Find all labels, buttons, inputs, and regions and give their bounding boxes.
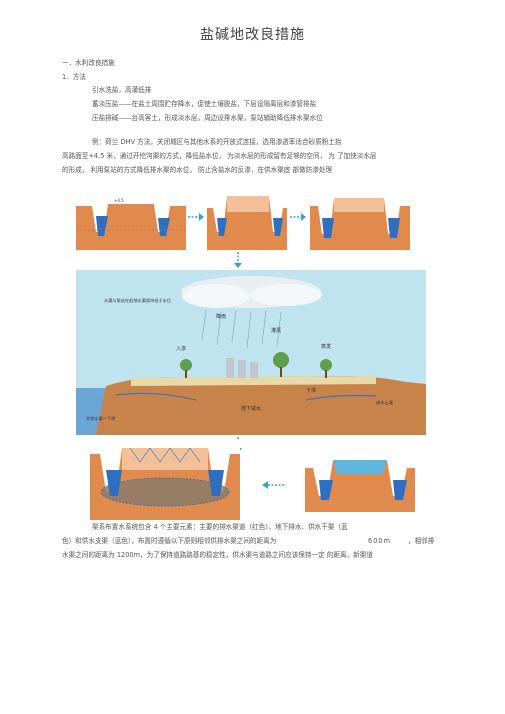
paragraph-2-line-2: 色）和供水支渠（蓝色），布置时遵循以下原则相邻供排水渠之间的距离为 [62, 537, 277, 545]
paragraph-2-distance: 600m [368, 537, 392, 545]
arrow-down-icon [234, 252, 242, 268]
arrow-right-icon [188, 213, 204, 221]
paragraph-1-line-1: 例：荷兰 DHV 方法，关闭城区与其他水系的开放式连接，选用渗透率适合砂质粉土抬 [92, 138, 342, 146]
label-bottom-left: 开挖水渠一下渗 [86, 415, 116, 422]
cross-section-diagram-3 [310, 192, 410, 250]
method-item-1: 引水洗盐，高灌低排 [92, 86, 152, 94]
paragraph-2-line-1: 渠系布置水系统包含 4 个主要元素：主要的排水渠道（红色）、地下排水、供水干渠（… [92, 523, 348, 531]
paragraph-1-line-3: 的形成， 利用泵站的方式降低排水渠的水位， 防止含盐水的反渗，在供水渠底 部做防… [62, 166, 333, 174]
label-seep: 下渗 [306, 387, 316, 394]
paragraph-2-line-3: 水渠之间的距离为 1200m，为了保持道路路基的稳定性，供水渠与道路之间应该保持… [62, 551, 373, 559]
label-evaporation: 蒸发 [321, 343, 331, 350]
page-title: 盐碱地改良措施 [200, 27, 305, 43]
cross-section-diagram-1: +4.5 [76, 192, 186, 250]
subsection-heading: 1．方法 [62, 73, 86, 81]
label-left-note: 水渠与泵站在低地水渠保持低于水位 [104, 297, 171, 304]
label-rain: 降雨 [216, 313, 226, 320]
label-right-sea: 咸水土壤 [376, 399, 394, 406]
cross-section-diagram-4 [90, 440, 240, 520]
label-irrigation: 灌溉 [271, 327, 281, 334]
method-item-2: 蓄淡压盐——在盐土周围贮存降水，促使土壤脱盐，下层设隔离层和渗管排盐 [92, 100, 317, 108]
arrow-right-icon [290, 213, 306, 221]
water-cycle-illustration: 降雨 灌溉 蒸发 入渗 地下咸水 下渗 水渠与泵站在低地水渠保持低于水位 开挖水… [76, 270, 426, 435]
paragraph-2-tail: ，相邻排 [408, 537, 435, 545]
svg-text:+4.5: +4.5 [114, 198, 124, 203]
cross-section-diagram-5 [305, 452, 415, 512]
section-heading: 一．水利改良措施 [62, 59, 115, 67]
label-infiltration: 入渗 [176, 345, 186, 352]
arrow-left-icon [262, 481, 286, 489]
method-item-3: 压盐排碱——台高客土，形成淡水层，周边设排水渠，泵站辅助降低排水渠水位 [92, 114, 323, 122]
label-groundwater: 地下咸水 [241, 405, 261, 412]
paragraph-1-line-2: 高路面至+4.5 米，通过开挖沟渠的方式，降低盐水位， 为淡水层的形成留有足够的… [62, 152, 377, 160]
cross-section-diagram-2 [207, 192, 287, 250]
